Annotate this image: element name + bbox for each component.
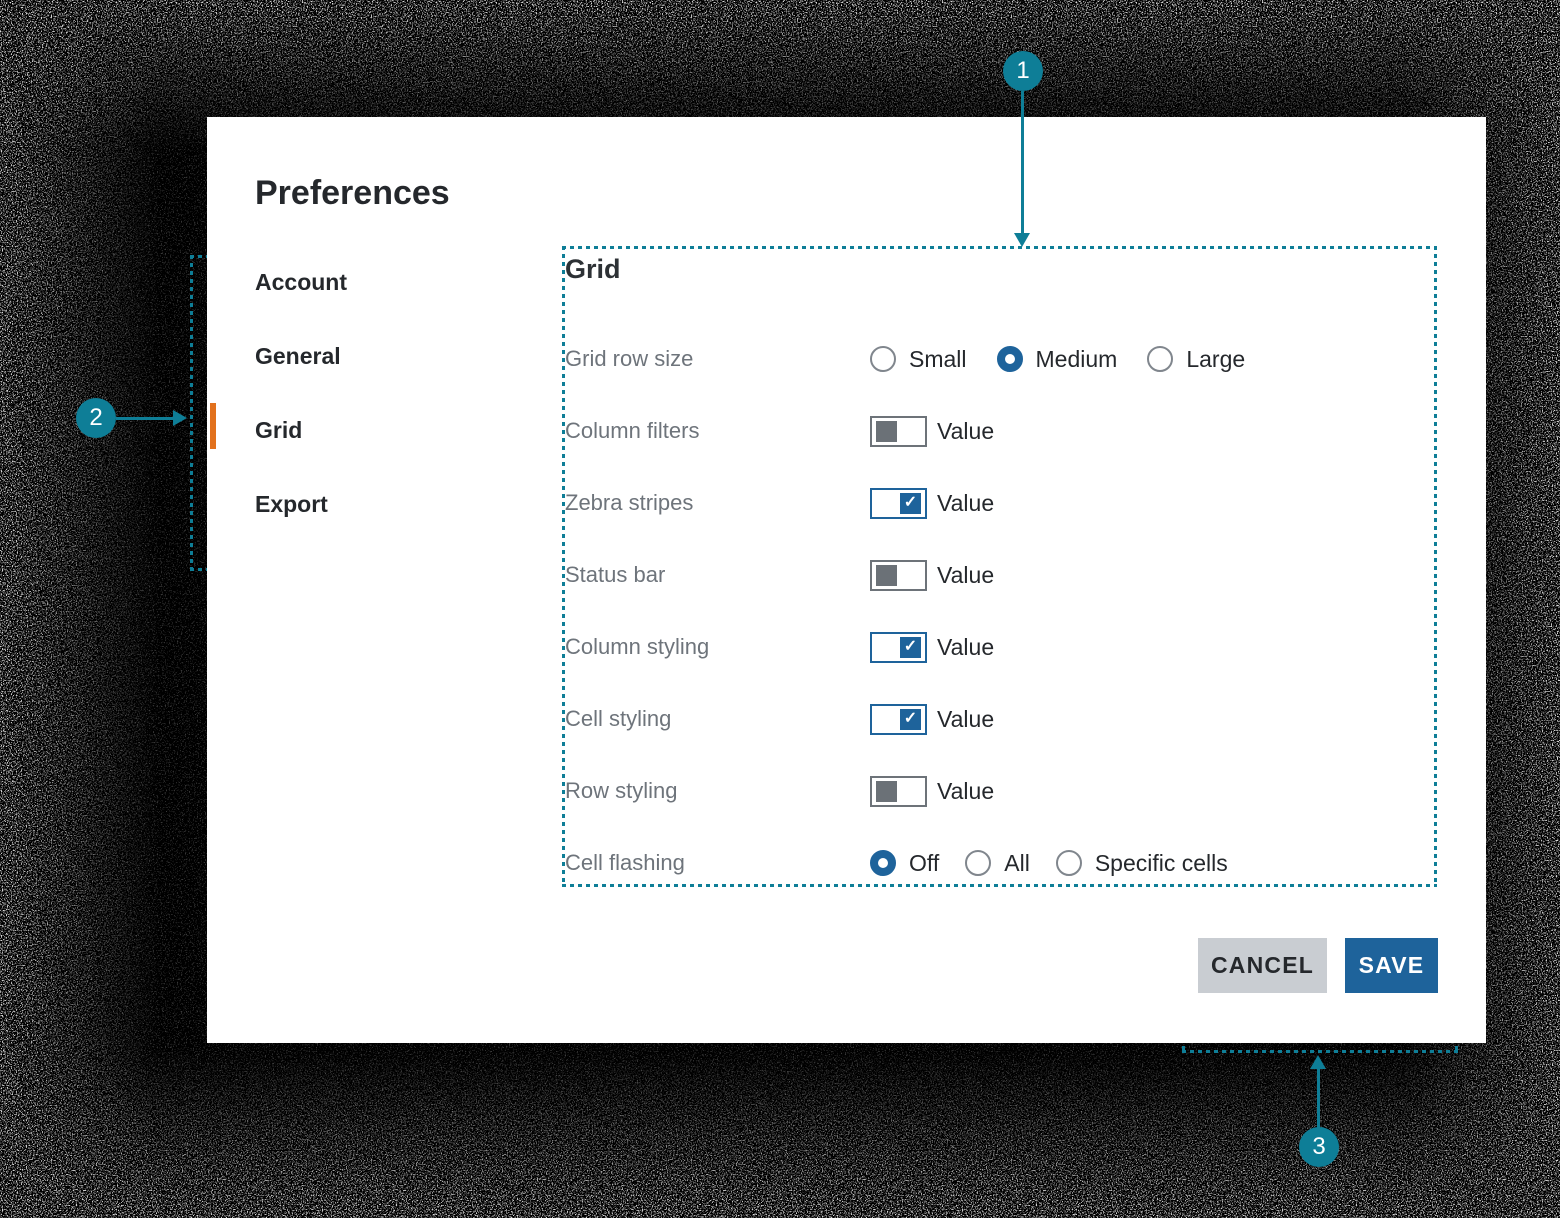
- radio-icon: [996, 346, 1023, 372]
- toggle-column-filters[interactable]: ✓: [870, 415, 927, 447]
- toggle-column-styling[interactable]: ✓: [870, 631, 927, 663]
- callout-badge-3: 3: [1299, 1127, 1339, 1167]
- radio-option-large[interactable]: Large: [1147, 346, 1245, 373]
- check-icon: ✓: [903, 494, 918, 511]
- setting-row-cell-flashing: Cell flashing Off All Specific cells: [565, 843, 1431, 883]
- callout-arrowhead-3: [1310, 1055, 1326, 1069]
- setting-label: Status bar: [565, 562, 666, 587]
- radio-group-grid-row-size: Small Medium Large: [870, 346, 1245, 373]
- save-button[interactable]: SAVE: [1345, 938, 1438, 993]
- setting-row-zebra-stripes: Zebra stripes ✓ Value: [565, 483, 1431, 523]
- callout-badge-1: 1: [1003, 51, 1043, 91]
- setting-label: Cell flashing: [565, 850, 685, 875]
- setting-label: Row styling: [565, 778, 678, 803]
- dialog-title: Preferences: [255, 174, 450, 212]
- setting-label: Column styling: [565, 634, 710, 659]
- setting-row-column-filters: Column filters ✓ Value: [565, 411, 1431, 451]
- toggle-thumb: ✓: [876, 564, 897, 586]
- radio-option-all[interactable]: All: [965, 850, 1030, 877]
- toggle-cell-styling[interactable]: ✓: [870, 703, 927, 735]
- toggle-value-label: Value: [937, 777, 995, 804]
- radio-option-small[interactable]: Small: [870, 346, 967, 373]
- setting-row-row-styling: Row styling ✓ Value: [565, 771, 1431, 811]
- callout-arrow-line-2: [116, 417, 173, 420]
- setting-label: Grid row size: [565, 346, 694, 371]
- setting-row-column-styling: Column styling ✓ Value: [565, 627, 1431, 667]
- toggle-thumb: ✓: [900, 708, 921, 730]
- callout-arrowhead-2: [173, 410, 187, 426]
- cancel-button[interactable]: CANCEL: [1198, 938, 1327, 993]
- toggle-status-bar[interactable]: ✓: [870, 559, 927, 591]
- callout-badge-2: 2: [76, 398, 116, 438]
- toggle-value-label: Value: [937, 561, 995, 588]
- radio-icon: [1055, 850, 1082, 876]
- radio-label: Off: [909, 849, 940, 876]
- sidebar-item-account[interactable]: Account: [255, 269, 347, 295]
- callout-arrow-line-1: [1021, 91, 1024, 233]
- radio-group-cell-flashing: Off All Specific cells: [870, 850, 1228, 877]
- check-icon: ✓: [903, 710, 918, 727]
- radio-option-medium[interactable]: Medium: [996, 345, 1118, 373]
- radio-option-specific-cells[interactable]: Specific cells: [1055, 849, 1228, 877]
- setting-label: Column filters: [565, 418, 700, 443]
- radio-icon: [965, 850, 992, 876]
- active-tab-indicator: [210, 403, 216, 449]
- toggle-value-label: Value: [937, 417, 995, 444]
- setting-label: Zebra stripes: [565, 490, 694, 515]
- check-icon: ✓: [903, 638, 918, 655]
- toggle-thumb: ✓: [900, 492, 921, 514]
- panel-border-right: [1434, 246, 1437, 887]
- panel-border-top: [562, 246, 1437, 249]
- setting-row-cell-styling: Cell styling ✓ Value: [565, 699, 1431, 739]
- toggle-value-label: Value: [937, 489, 995, 516]
- preferences-dialog: Preferences Account General Grid Export …: [207, 117, 1486, 1043]
- setting-row-status-bar: Status bar ✓ Value: [565, 555, 1431, 595]
- sidebar-item-grid[interactable]: Grid: [255, 417, 303, 443]
- setting-row-grid-row-size: Grid row size Small Medium Large: [565, 339, 1431, 379]
- panel-border-bottom: [562, 884, 1437, 887]
- radio-icon: [1147, 346, 1174, 372]
- toggle-row-styling[interactable]: ✓: [870, 775, 927, 807]
- radio-label: Small: [909, 345, 967, 372]
- radio-label: All: [1004, 849, 1030, 876]
- toggle-zebra-stripes[interactable]: ✓: [870, 487, 927, 519]
- radio-icon: [870, 850, 896, 876]
- toggle-thumb: ✓: [900, 636, 921, 658]
- grid-settings-panel: Grid Grid row size Small Medium Large: [562, 246, 1437, 887]
- setting-label: Cell styling: [565, 706, 672, 731]
- toggle-thumb: ✓: [876, 420, 897, 442]
- toggle-thumb: ✓: [876, 780, 897, 802]
- sidebar-item-export[interactable]: Export: [255, 491, 328, 517]
- radio-label: Large: [1186, 345, 1246, 372]
- toggle-value-label: Value: [937, 705, 995, 732]
- toggle-value-label: Value: [937, 633, 995, 660]
- radio-icon: [870, 346, 896, 372]
- panel-heading: Grid: [565, 254, 621, 284]
- radio-label: Specific cells: [1094, 849, 1228, 876]
- callout-arrowhead-1: [1014, 233, 1030, 247]
- callout-arrow-line-3: [1317, 1068, 1320, 1128]
- sidebar-item-general[interactable]: General: [255, 343, 341, 369]
- radio-option-off[interactable]: Off: [870, 850, 939, 877]
- radio-label: Medium: [1035, 345, 1118, 372]
